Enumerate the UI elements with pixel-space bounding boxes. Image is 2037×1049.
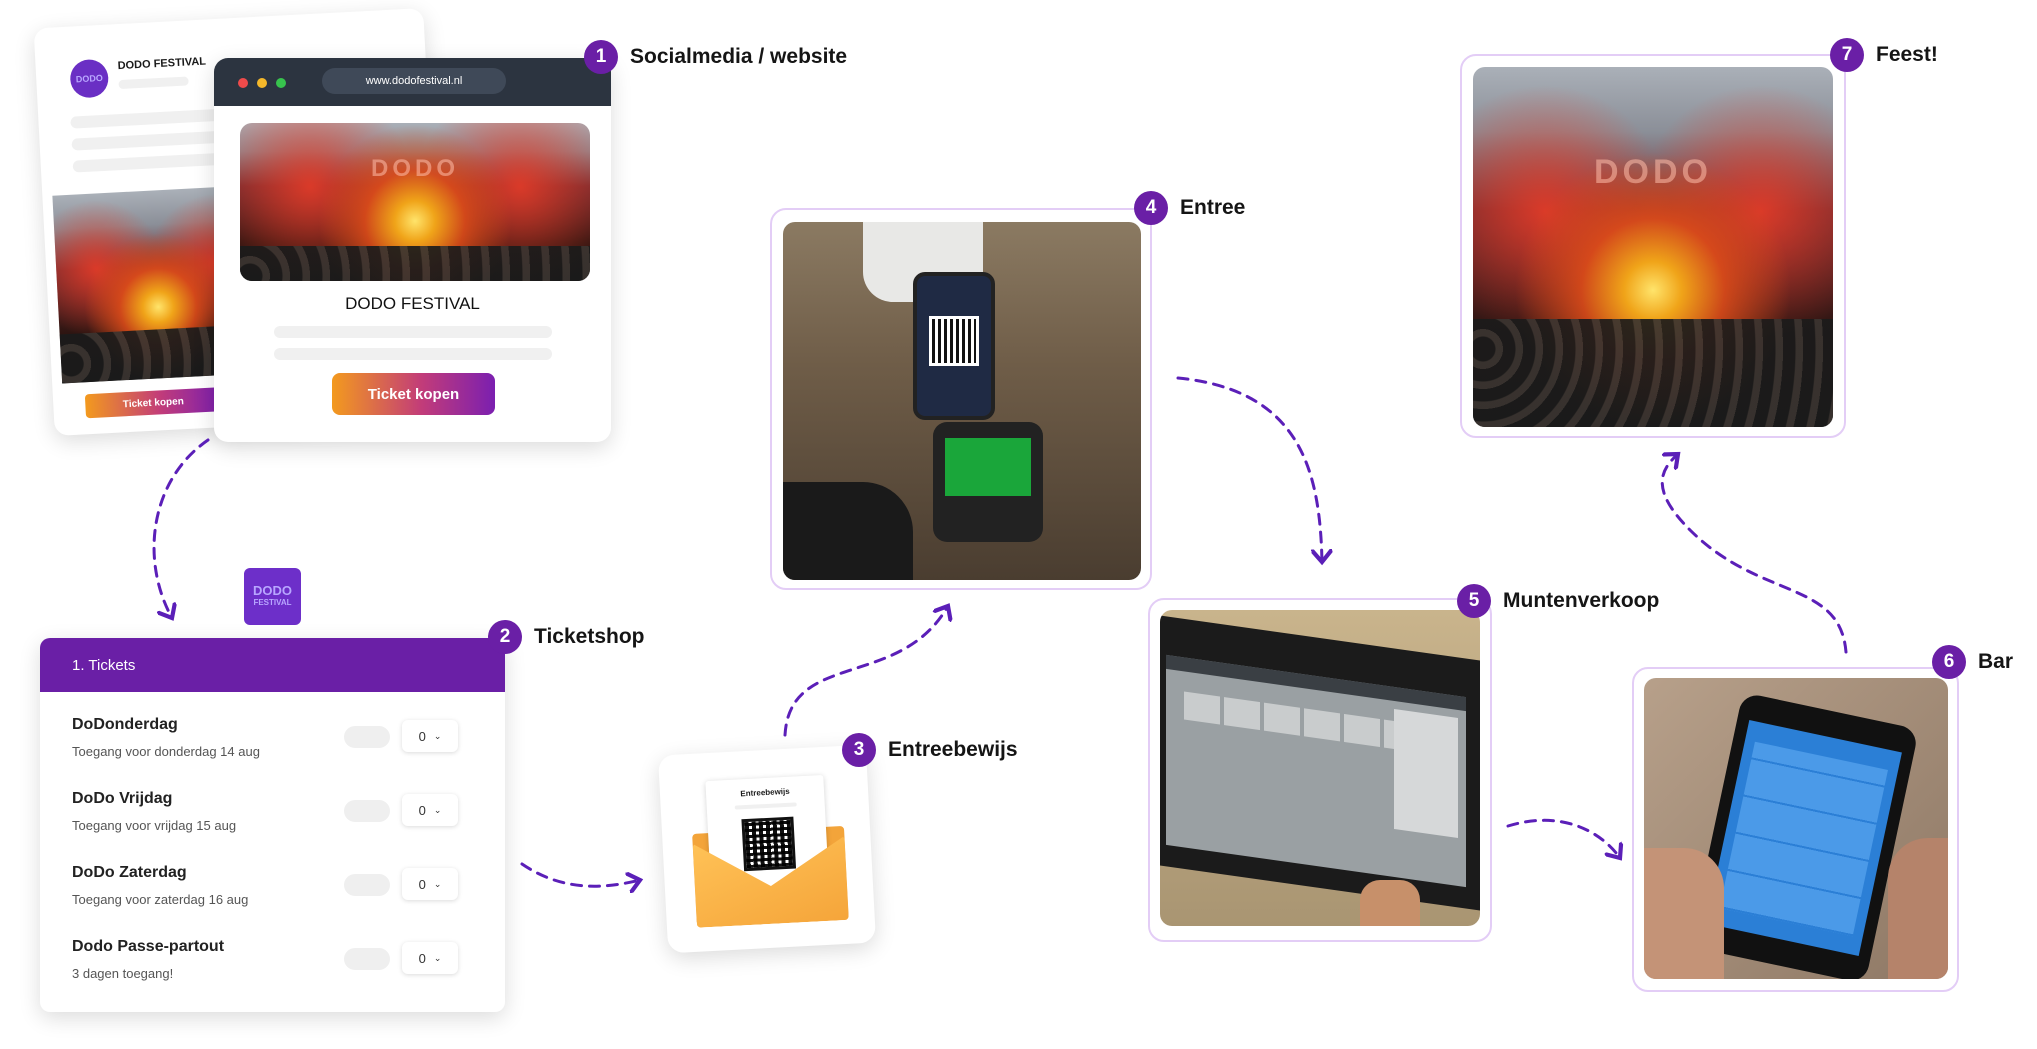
feest-concert-photo: DODO [1473, 67, 1833, 427]
chevron-down-icon: ⌄ [433, 952, 442, 963]
ticket-row: DoDonderdag Toegang voor donderdag 14 au… [72, 716, 473, 780]
ticket-envelope-card: Entreebewijs [657, 744, 877, 954]
chevron-down-icon: ⌄ [433, 878, 442, 889]
step-6-badge: 6 [1932, 645, 1966, 679]
step-6: 6 Bar [1932, 645, 2013, 679]
step-4-label: Entree [1180, 196, 1246, 219]
step-4-badge: 4 [1134, 191, 1168, 225]
muntenverkoop-pos-photo [1160, 610, 1480, 926]
website-ticket-button[interactable]: Ticket kopen [332, 373, 495, 415]
step-1-badge: 1 [584, 40, 618, 74]
arrow-2-to-3 [520, 862, 640, 886]
step-4: 4 Entree [1134, 191, 1245, 225]
entree-scan-photo [783, 222, 1141, 580]
close-dot [238, 78, 248, 88]
step-3: 3 Entreebewijs [842, 733, 1018, 767]
bar-handheld-photo [1644, 678, 1948, 979]
quantity-select[interactable]: 0 ⌄ [402, 942, 458, 974]
step-6-label: Bar [1978, 650, 2014, 673]
step-5-badge: 5 [1457, 584, 1491, 618]
browser-toolbar: www.dodofestival.nl [214, 58, 611, 106]
arrow-5-to-6 [1506, 818, 1620, 858]
ticket-toggle[interactable] [344, 874, 390, 896]
brand-avatar: DODO [69, 58, 110, 99]
maximize-dot [276, 78, 286, 88]
step-5: 5 Muntenverkoop [1457, 584, 1659, 618]
dodo-festival-logo: DODO FESTIVAL [244, 568, 301, 625]
ticketshop-panel: 1. Tickets DoDonderdag Toegang voor dond… [40, 638, 505, 1012]
qr-code-icon [741, 816, 797, 872]
step-1: 1 Socialmedia / website [584, 40, 847, 74]
step-2: 2 Ticketshop [488, 620, 644, 654]
step-7: 7 Feest! [1830, 38, 1938, 72]
post-brand-name: DODO FESTIVAL [117, 55, 207, 73]
quantity-select[interactable]: 0 ⌄ [402, 720, 458, 752]
step-5-label: Muntenverkoop [1503, 589, 1660, 612]
arrow-3-to-4 [783, 606, 948, 737]
ticket-row: Dodo Passe-partout 3 dagen toegang! 0 ⌄ [72, 938, 473, 1002]
step-7-badge: 7 [1830, 38, 1864, 72]
ticket-toggle[interactable] [344, 726, 390, 748]
ticket-toggle[interactable] [344, 800, 390, 822]
website-title: DODO FESTIVAL [345, 294, 480, 313]
ticket-row: DoDo Vrijdag Toegang voor vrijdag 15 aug… [72, 790, 473, 854]
ticket-toggle[interactable] [344, 948, 390, 970]
step-3-label: Entreebewijs [888, 738, 1018, 761]
quantity-select[interactable]: 0 ⌄ [402, 794, 458, 826]
qr-code-icon [929, 316, 979, 366]
step-1-label: Socialmedia / website [630, 45, 848, 68]
ticketshop-header: 1. Tickets [40, 638, 505, 692]
url-bar[interactable]: www.dodofestival.nl [322, 68, 506, 94]
ticket-row: DoDo Zaterdag Toegang voor zaterdag 16 a… [72, 864, 473, 928]
arrow-1-to-2 [152, 438, 210, 618]
website-window: www.dodofestival.nl DODO DODO FESTIVAL T… [214, 58, 611, 442]
step-7-label: Feest! [1876, 43, 1938, 66]
post-ticket-button[interactable]: Ticket kopen [84, 387, 222, 419]
arrow-4-to-5 [1176, 376, 1322, 562]
step-2-label: Ticketshop [534, 625, 645, 648]
minimize-dot [257, 78, 267, 88]
website-hero-photo: DODO [240, 123, 590, 281]
chevron-down-icon: ⌄ [433, 730, 442, 741]
arrow-6-to-7 [1660, 454, 1848, 654]
quantity-select[interactable]: 0 ⌄ [402, 868, 458, 900]
step-2-badge: 2 [488, 620, 522, 654]
chevron-down-icon: ⌄ [433, 804, 442, 815]
step-3-badge: 3 [842, 733, 876, 767]
